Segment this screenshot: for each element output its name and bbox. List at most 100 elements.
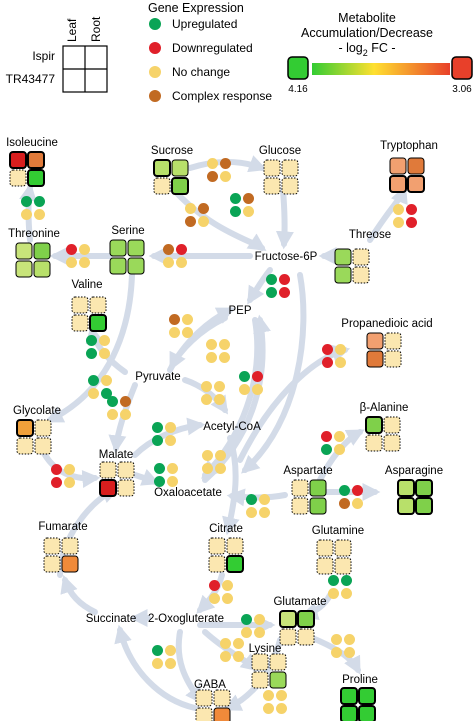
arrow-malate-oaa bbox=[132, 468, 161, 486]
gene-dot bbox=[335, 344, 346, 355]
gene-dot bbox=[322, 357, 333, 368]
gene-dots-gaba-glu bbox=[263, 690, 287, 714]
metabolite-cell bbox=[389, 157, 407, 175]
gene-dot bbox=[266, 287, 277, 298]
node-labels: Fructose-6P PEP Pyruvate Acetyl-CoA Oxal… bbox=[86, 251, 318, 625]
metabolite-cell bbox=[43, 555, 61, 573]
gene-dots-trp bbox=[393, 204, 417, 228]
gene-dot bbox=[276, 690, 287, 701]
metabolite-glucose: Glucose bbox=[259, 145, 301, 195]
gene-dot bbox=[182, 327, 193, 338]
metabolite-cell bbox=[334, 248, 352, 266]
node-pyruvate: Pyruvate bbox=[135, 371, 180, 383]
scale-min-label: 4.16 bbox=[288, 84, 308, 95]
gene-dot bbox=[220, 158, 231, 169]
legend-label-2: No change bbox=[172, 65, 230, 79]
gene-dots-glyc-malate bbox=[107, 396, 131, 420]
gene-dot bbox=[263, 703, 274, 714]
arrow-malate-acoa bbox=[132, 417, 206, 458]
legend-dot-3 bbox=[149, 90, 161, 102]
metabolite-cell bbox=[279, 610, 297, 628]
gene-dot bbox=[220, 638, 231, 649]
gene-dot bbox=[201, 381, 212, 392]
arrow-acoa-citrate bbox=[222, 435, 240, 536]
gene-dot bbox=[21, 209, 32, 220]
gene-dot bbox=[352, 498, 363, 509]
node-succinate: Succinate bbox=[86, 613, 137, 625]
metabolite-cell bbox=[334, 539, 352, 557]
gene-dot bbox=[214, 394, 225, 405]
gene-dots-pep-pyr bbox=[206, 339, 230, 363]
metabolite-cell bbox=[195, 689, 213, 707]
arrow-citrate-oxo bbox=[196, 572, 225, 614]
metabolite-cell bbox=[397, 497, 415, 515]
metabolite-threose: Threose bbox=[334, 229, 391, 284]
metabolite-cell bbox=[89, 314, 107, 332]
gene-dot bbox=[66, 244, 77, 255]
metabolite-cell bbox=[9, 169, 27, 187]
metabolite-cell bbox=[153, 177, 171, 195]
metabolite-cell bbox=[297, 628, 315, 646]
node-oxoglutarate: 2-Oxogluterate bbox=[148, 613, 224, 625]
gene-dot bbox=[165, 435, 176, 446]
gene-dots-acoa-cit bbox=[202, 450, 226, 474]
metabolite-cell bbox=[352, 266, 370, 284]
metabolite-cell bbox=[291, 479, 309, 497]
gene-dot bbox=[107, 409, 118, 420]
metabolite-cell bbox=[415, 479, 433, 497]
gene-dot bbox=[165, 658, 176, 669]
legend-row-ispir: Ispir bbox=[32, 49, 55, 63]
metabolite-cell bbox=[171, 177, 189, 195]
gene-dot bbox=[152, 658, 163, 669]
gene-dots-pep-oaa bbox=[239, 371, 263, 395]
gene-dot bbox=[276, 703, 287, 714]
gene-dot-groups bbox=[21, 158, 417, 714]
metabolite-label: Proline bbox=[342, 674, 378, 686]
legend-label-0: Upregulated bbox=[172, 17, 237, 31]
gene-dot bbox=[339, 485, 350, 496]
scale-green-swatch bbox=[287, 56, 309, 80]
legend-sample-grid: Leaf Root Ispir TR43477 bbox=[6, 16, 108, 93]
gene-dot bbox=[163, 257, 174, 268]
metabolite-cell bbox=[340, 705, 358, 721]
gene-dots-asp-asn bbox=[339, 485, 363, 509]
scale-red-swatch bbox=[451, 56, 473, 80]
gene-dot bbox=[198, 216, 209, 227]
gene-dot bbox=[167, 476, 178, 487]
gene-dot bbox=[393, 204, 404, 215]
metabolite-cell bbox=[316, 539, 334, 557]
gene-dots-val-pyr bbox=[88, 375, 112, 399]
gene-dots-succ-gaba bbox=[152, 645, 176, 669]
gene-dots-f6p-pep bbox=[266, 274, 290, 298]
metabolite-label: Asparagine bbox=[385, 465, 443, 477]
metabolite-cell bbox=[27, 169, 45, 187]
gene-dot bbox=[246, 507, 257, 518]
gene-dot bbox=[230, 206, 241, 217]
metabolite-cell bbox=[27, 151, 45, 169]
gene-dots-oxo-glu bbox=[241, 614, 265, 638]
metabolite-label: Glycolate bbox=[13, 405, 61, 417]
gene-dot bbox=[165, 645, 176, 656]
gene-dots-cit-oxo bbox=[209, 580, 233, 604]
metabolite-label: Malate bbox=[99, 449, 134, 461]
gene-dot bbox=[214, 381, 225, 392]
gene-dots-ser-f6p bbox=[163, 244, 187, 268]
metabolite-cell bbox=[407, 175, 425, 193]
metabolite-cell bbox=[309, 479, 327, 497]
metabolite-valine: Valine bbox=[71, 279, 107, 332]
gene-dot bbox=[202, 463, 213, 474]
metabolite-cell bbox=[251, 671, 269, 689]
gene-dot bbox=[88, 388, 99, 399]
metabolite-cell bbox=[213, 689, 231, 707]
arrow-pep-pyruvate bbox=[169, 315, 228, 371]
gene-dots-sucrose-glucose bbox=[207, 158, 231, 182]
metabolite-cell bbox=[291, 497, 309, 515]
gene-dot bbox=[233, 651, 244, 662]
gene-dot bbox=[51, 477, 62, 488]
arrow-pep-oaa bbox=[201, 317, 261, 479]
arrow-to-propanedioic bbox=[237, 344, 351, 463]
gene-dot bbox=[331, 634, 342, 645]
metabolite-cell bbox=[99, 479, 117, 497]
gene-dot bbox=[279, 287, 290, 298]
metabolite-cell bbox=[226, 555, 244, 573]
